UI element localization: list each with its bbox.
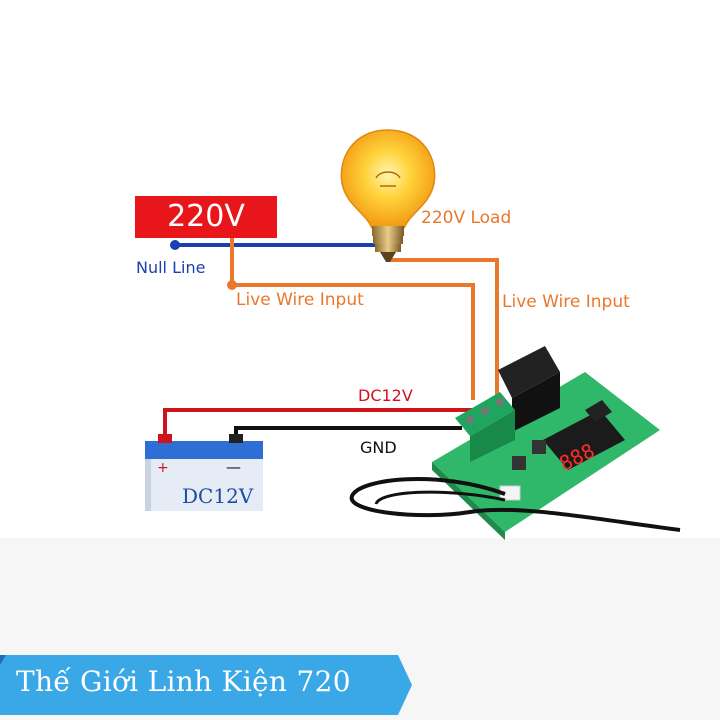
live-wire-input-label-right: Live Wire Input [502, 292, 630, 312]
brand-banner-text: Thế Giới Linh Kiện 720 [16, 665, 351, 698]
null-line-label: Null Line [136, 258, 206, 277]
null-line-dot [170, 240, 180, 250]
battery-label: DC12V [182, 484, 254, 508]
sensor-cable [349, 477, 681, 532]
battery-plus-sign: + [157, 460, 169, 476]
light-bulb-icon [340, 129, 436, 262]
live-wire-dot [227, 280, 237, 290]
live-wire-input-label-left: Live Wire Input [236, 290, 364, 310]
dc12v-wire-label: DC12V [358, 386, 413, 405]
gnd-wire-label: GND [360, 438, 397, 457]
load-label: 220V Load [421, 208, 512, 228]
dc12v-wire [163, 408, 480, 445]
supply-220v-badge: 220V [135, 196, 277, 238]
gnd-wire [234, 426, 462, 448]
brand-banner [0, 655, 412, 715]
battery-icon [145, 434, 263, 511]
live-wire-input-left [230, 238, 475, 400]
live-wire-input-right [390, 258, 499, 398]
battery-minus-sign: — [226, 458, 241, 476]
thermostat-board: 888 [432, 346, 660, 540]
